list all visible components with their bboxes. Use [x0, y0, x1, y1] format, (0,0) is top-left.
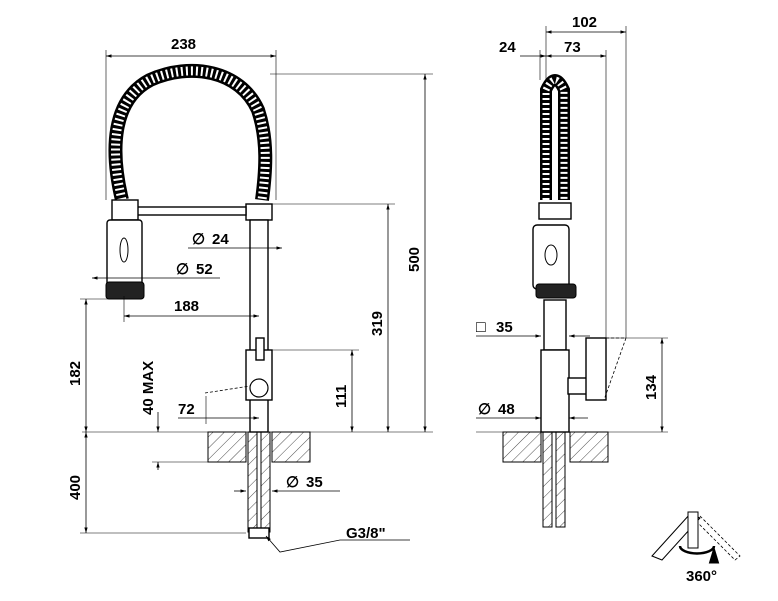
- dim-offset-24: 24: [499, 39, 516, 56]
- dim-depth-73: 73: [564, 39, 581, 56]
- front-spring-coil: [108, 63, 273, 202]
- diameter-symbol: ∅: [176, 261, 189, 278]
- dim-lever-offset-72: 72: [178, 401, 195, 418]
- dim-diameter-35: 35: [306, 474, 323, 491]
- dim-width-238: 238: [171, 36, 196, 53]
- dim-diameter-52: 52: [196, 261, 213, 278]
- front-countertop-left: [207, 431, 247, 463]
- dim-lever-height-111: 111: [333, 385, 350, 408]
- dim-deck-40-max: 40 MAX: [140, 361, 157, 415]
- front-view: 238 500 319 ∅ 24 ∅ 52 188 111 182 40: [67, 36, 433, 553]
- dim-lever-height-134: 134: [643, 374, 660, 400]
- dim-hose-length-400: 400: [67, 475, 84, 500]
- side-hand-button: [544, 244, 558, 266]
- front-lever-pivot: [249, 378, 269, 398]
- front-hand-button: [119, 237, 129, 263]
- diameter-symbol: ∅: [478, 401, 491, 418]
- side-spring-coil: [540, 74, 570, 200]
- dim-diameter-48: 48: [498, 401, 515, 418]
- rotation-badge: 360°: [651, 511, 741, 585]
- connection-thread-label: G3/8": [346, 525, 386, 542]
- side-lever-handle: [585, 337, 607, 401]
- front-lever-ghost: [204, 385, 251, 394]
- dim-spout-height-319: 319: [369, 311, 386, 336]
- diameter-symbol: ∅: [286, 474, 299, 491]
- front-hand-head: [105, 281, 145, 300]
- front-hoses: [247, 431, 271, 539]
- rotation-arrow-icon: [678, 545, 720, 564]
- front-column-collar: [245, 203, 273, 221]
- side-countertop-right: [569, 431, 609, 463]
- front-lever: [255, 337, 265, 361]
- rotation-label: 360°: [686, 568, 717, 585]
- side-lever-ghost: [603, 337, 627, 401]
- square-symbol: □: [476, 319, 486, 336]
- side-mixer-body: [540, 349, 570, 433]
- dim-depth-102: 102: [572, 14, 597, 31]
- front-connector: [248, 527, 270, 539]
- dim-diameter-24: 24: [212, 231, 229, 248]
- side-column: [543, 299, 567, 351]
- front-holder-arm: [134, 206, 247, 216]
- dim-total-height-500: 500: [406, 247, 423, 272]
- front-countertop-right: [271, 431, 311, 463]
- side-column-collar: [538, 202, 572, 220]
- side-view: 102 24 73 □ 35 ∅ 48 134: [476, 14, 668, 528]
- dim-reach-188: 188: [174, 298, 199, 315]
- dim-square-35: 35: [496, 319, 513, 336]
- side-hoses: [542, 431, 566, 528]
- side-hand-head: [535, 283, 577, 299]
- dim-clearance-182: 182: [67, 361, 84, 386]
- diameter-symbol: ∅: [192, 231, 205, 248]
- side-countertop-left: [502, 431, 542, 463]
- front-hand-collar: [111, 199, 139, 221]
